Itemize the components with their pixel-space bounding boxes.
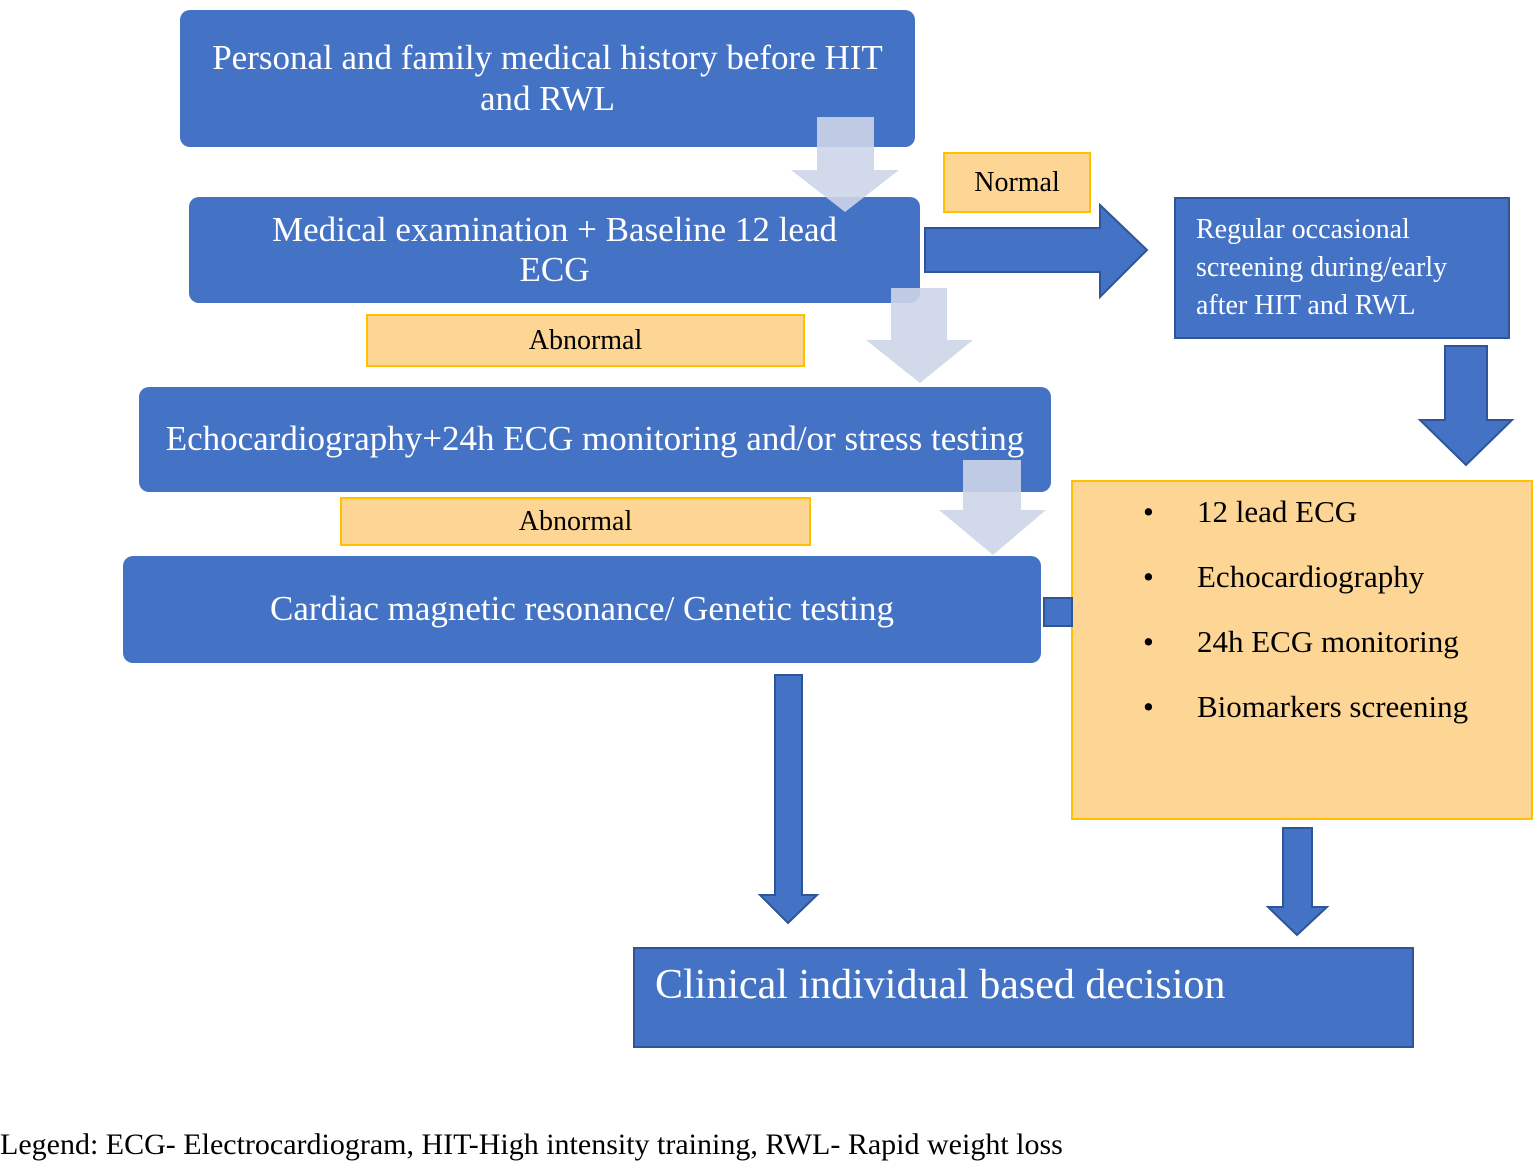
legend: Legend: ECG- Electrocardiogram, HIT-High… [0, 1128, 1063, 1161]
list-item-text: Biomarkers screening [1197, 689, 1469, 724]
list-item-text: 12 lead ECG [1197, 494, 1358, 529]
node-cmr: Cardiac magnetic resonance/ Genetic test… [123, 556, 1041, 663]
screening-list-box: • 12 lead ECG • Echocardiography • 24h ECG … [1071, 480, 1533, 820]
bullet: • [1143, 624, 1154, 659]
bullet: • [1143, 559, 1154, 594]
light-arrow-3 [939, 460, 1046, 555]
list-item-text: Echocardiography [1197, 559, 1425, 594]
label-abnormal-2: Abnormal [340, 497, 811, 546]
node-regular-screening: Regular occasional screening during/earl… [1174, 197, 1510, 339]
arrow-down-regular [1417, 345, 1515, 467]
connector-cmr-list [1043, 597, 1073, 627]
arrow-down-list-decision [1265, 827, 1330, 937]
bullet: • [1143, 494, 1154, 529]
node-exam: Medical examination + Baseline 12 lead E… [189, 197, 920, 303]
arrow-down-cmr-decision [757, 674, 820, 925]
label-normal: Normal [943, 152, 1091, 213]
node-history: Personal and family medical history befo… [180, 10, 915, 147]
light-arrow-1 [791, 117, 899, 212]
light-arrow-2 [866, 288, 973, 383]
list-item-text: 24h ECG monitoring [1197, 624, 1459, 659]
node-echo: Echocardiography+24h ECG monitoring and/… [139, 387, 1051, 492]
bullet: • [1143, 689, 1154, 724]
arrow-right-normal [924, 202, 1149, 300]
node-decision: Clinical individual based decision [633, 947, 1414, 1048]
label-abnormal-1: Abnormal [366, 314, 805, 367]
